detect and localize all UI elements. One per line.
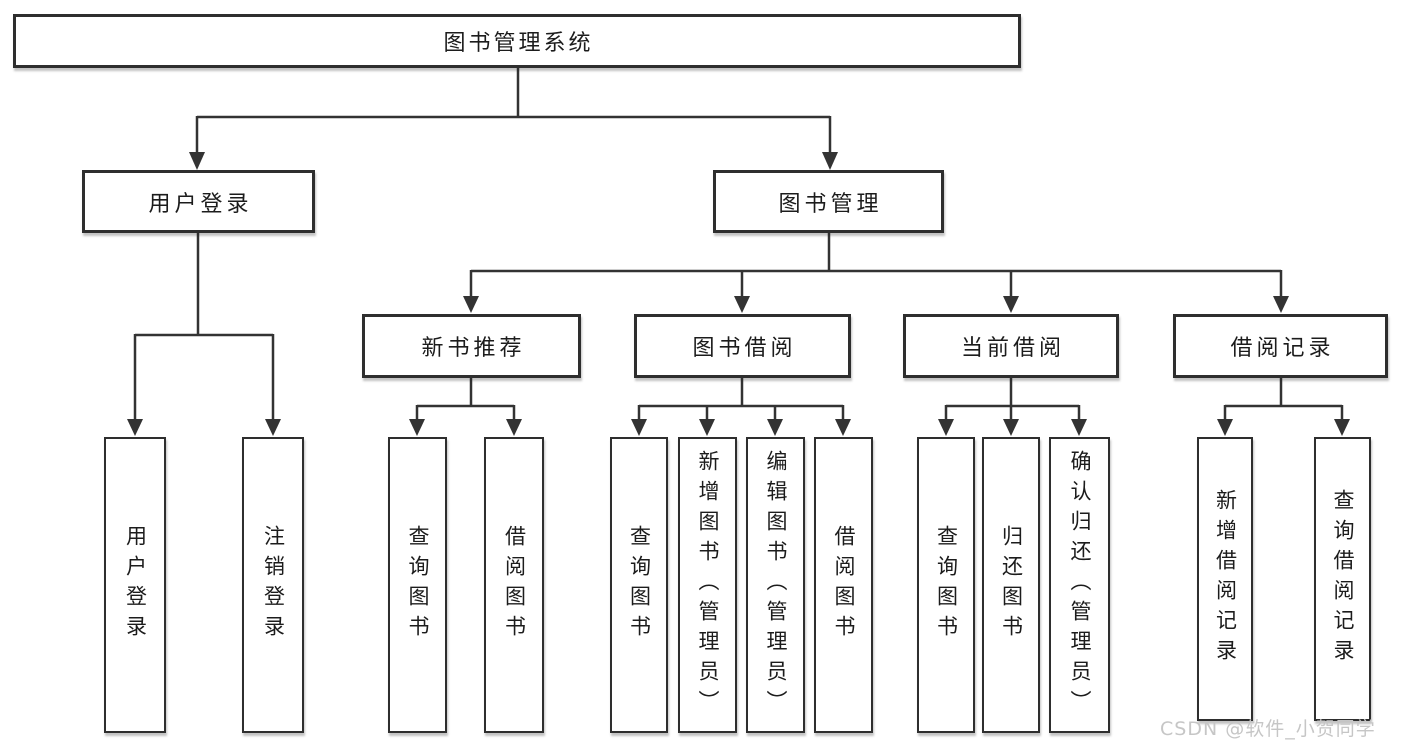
node-library-system: 图书管理系统	[13, 14, 1021, 68]
leaf-add-borrow-record: 新增借阅记录	[1197, 437, 1253, 721]
node-current-borrowing: 当前借阅	[903, 314, 1119, 378]
leaf-query-borrow-record: 查询借阅记录	[1314, 437, 1371, 721]
leaf-label: 确认归还（管理员）	[1068, 450, 1092, 720]
leaf-logout: 注销登录	[242, 437, 304, 733]
leaf-query-books-recommend: 查询图书	[388, 437, 447, 733]
leaf-label: 查询图书	[934, 525, 959, 645]
leaf-label: 查询借阅记录	[1331, 489, 1355, 669]
leaf-user-login: 用户登录	[104, 437, 166, 733]
node-book-borrowing: 图书借阅	[634, 314, 851, 378]
leaf-label: 借阅图书	[502, 525, 527, 645]
leaf-label: 新增借阅记录	[1213, 489, 1238, 669]
leaf-confirm-return-admin: 确认归还（管理员）	[1049, 437, 1110, 733]
node-new-book-recommend: 新书推荐	[362, 314, 581, 378]
node-book-management: 图书管理	[713, 170, 944, 233]
leaf-edit-book-admin: 编辑图书（管理员）	[746, 437, 805, 733]
leaf-label: 查询图书	[406, 525, 430, 645]
leaf-label: 编辑图书（管理员）	[764, 450, 788, 720]
leaf-label: 新增图书（管理员）	[696, 450, 720, 720]
leaf-borrow-books-recommend: 借阅图书	[484, 437, 544, 733]
leaf-label: 借阅图书	[832, 525, 856, 645]
csdn-watermark: CSDN @软件_小贺同学	[1160, 718, 1376, 740]
leaf-borrow-books-borrowing: 借阅图书	[814, 437, 873, 733]
leaf-label: 用户登录	[123, 525, 148, 645]
leaf-add-book-admin: 新增图书（管理员）	[678, 437, 737, 733]
node-user-login: 用户登录	[82, 170, 315, 233]
leaf-label: 注销登录	[261, 525, 286, 645]
leaf-query-books-borrowing: 查询图书	[610, 437, 668, 733]
leaf-label: 归还图书	[999, 525, 1024, 645]
leaf-return-book: 归还图书	[982, 437, 1040, 733]
leaf-query-books-current: 查询图书	[917, 437, 975, 733]
leaf-label: 查询图书	[627, 525, 652, 645]
node-borrowing-records: 借阅记录	[1173, 314, 1388, 378]
